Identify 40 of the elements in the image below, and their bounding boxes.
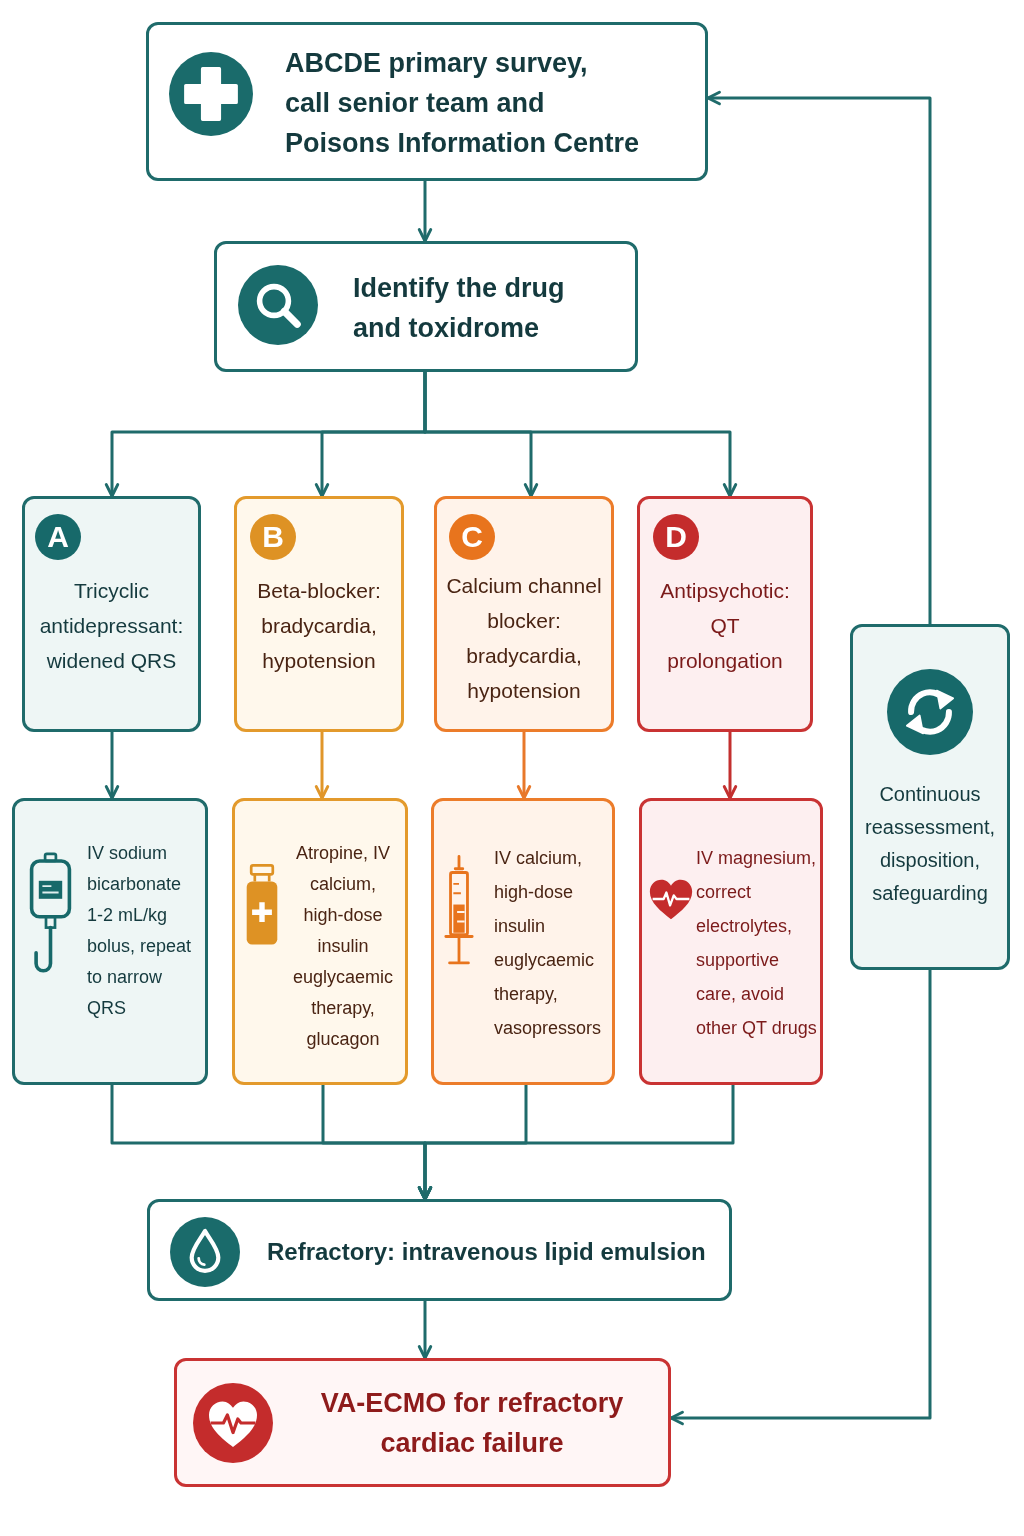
- step-text: ABCDE primary survey, call senior team and Poisons Information Centre: [285, 47, 641, 160]
- arrow: [669, 970, 932, 1426]
- treatment-text: IV magnesium, correct electrolytes, supportive care, avoid other QT drugs: [696, 847, 818, 1040]
- treatment-card: [232, 798, 408, 1085]
- treatment-text: IV sodium bicarbonate 1-2 mL/kg bolus, repeat to narrow QRS: [87, 842, 193, 1020]
- reassessment-panel: [850, 624, 1010, 970]
- toxidrome-card: [434, 496, 614, 732]
- treatment-card: [431, 798, 615, 1085]
- arrow: [423, 372, 738, 498]
- step-text: Refractory: intravenous lipid emulsion: [267, 1237, 707, 1267]
- arrow: [417, 181, 433, 243]
- toxidrome-card: [22, 496, 201, 732]
- arrow: [516, 732, 532, 800]
- letter-badge: C: [449, 514, 495, 560]
- process-box: [146, 22, 708, 181]
- treatment-text: IV calcium, high-dose insulin euglycaemic therapy, vasopressors: [494, 847, 603, 1040]
- treatment-card: [12, 798, 208, 1085]
- arrow: [417, 1085, 735, 1201]
- arrow: [417, 1301, 433, 1360]
- toxidrome-text: Tricyclic antidepressant: widened QRS: [38, 577, 185, 674]
- process-box: [147, 1199, 732, 1301]
- letter-badge: A: [35, 514, 81, 560]
- toxidrome-card: [637, 496, 813, 732]
- step-text: VA-ECMO for refractory cardiac failure: [319, 1387, 625, 1460]
- toxidrome-text: Calcium channel blocker: bradycardia, hypotension: [445, 573, 603, 704]
- toxidrome-text: Beta-blocker: bradycardia, hypotension: [256, 577, 382, 674]
- arrow: [722, 732, 738, 800]
- arrow: [104, 732, 120, 800]
- process-box: [214, 241, 638, 372]
- arrow: [314, 732, 330, 800]
- step-text: Continuous reassessment, disposition, safeguarding: [863, 782, 997, 906]
- process-box: [174, 1358, 671, 1487]
- letter-badge: B: [250, 514, 296, 560]
- letter-badge: D: [653, 514, 699, 560]
- arrow: [706, 90, 932, 624]
- treatment-card: [639, 798, 823, 1085]
- toxidrome-text: Antipsychotic: QT prolongation: [659, 577, 791, 674]
- step-text: Identify the drug and toxidrome: [353, 272, 566, 345]
- treatment-text: Atropine, IV calcium, high-dose insulin euglycaemic therapy, glucagon: [291, 841, 394, 1051]
- toxidrome-card: [234, 496, 404, 732]
